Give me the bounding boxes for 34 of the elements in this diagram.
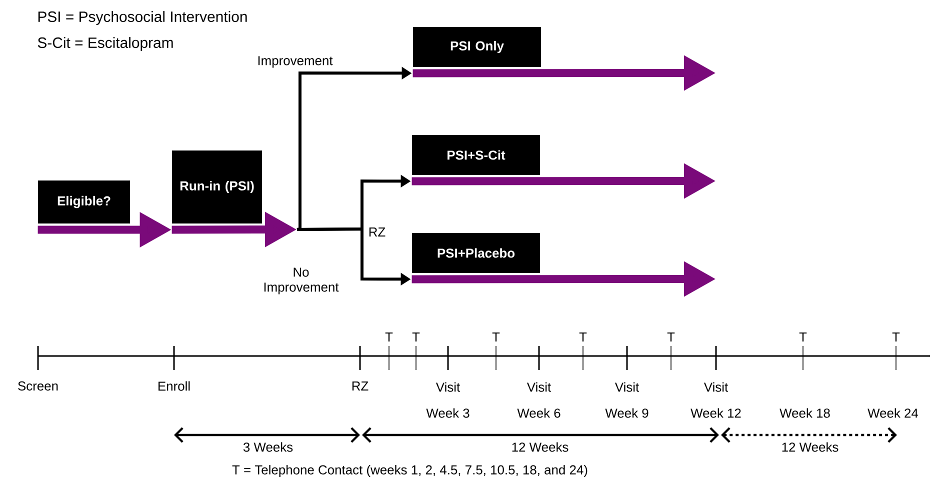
tick-label: T	[892, 332, 900, 342]
duration-label: 12 Weeks	[782, 442, 838, 452]
arm-box: PSI+S-Cit	[412, 135, 540, 175]
tick-label: T	[579, 332, 587, 342]
tick-label: RZ	[352, 382, 368, 390]
tick-label: Week 12	[690, 408, 741, 418]
duration-label: 3 Weeks	[243, 442, 293, 452]
tick-label: Visit	[526, 382, 552, 392]
tick-label: Week 24	[868, 408, 918, 418]
note-text: S-Cit = Escitalopram	[38, 37, 173, 51]
tick-label: Week 3	[426, 408, 470, 418]
tick-label: T	[385, 332, 393, 342]
tick-label: Visit	[436, 382, 460, 392]
tick-label: Week 9	[605, 408, 648, 418]
tick-label: T	[412, 332, 420, 342]
arm-box: PSI Only	[413, 27, 541, 67]
arm-box: Eligible?	[38, 180, 130, 224]
note-text: PSI = Psychosocial Intervention	[38, 11, 247, 25]
edge-label: RZ	[369, 228, 386, 236]
edge-label: Improvement	[258, 56, 333, 68]
edge-label: No Improvement	[264, 268, 339, 294]
tick-label: Week 18	[780, 408, 830, 418]
note-text: T = Telephone Contact (weeks 1, 2, 4.5, 7.5, 10.5, 18, and 24)	[232, 464, 588, 478]
tick-label: Enroll	[158, 381, 190, 391]
arm-box: Run-in (PSI)	[172, 150, 262, 224]
tick-label: Visit	[614, 382, 640, 392]
tick-label: T	[492, 332, 500, 342]
tick-label: Week 6	[517, 408, 560, 418]
duration-label: 12 Weeks	[512, 442, 568, 452]
tick-label: T	[667, 332, 675, 342]
tick-label: Visit	[704, 382, 728, 392]
tick-label: T	[799, 332, 807, 342]
tick-label: Screen	[18, 381, 58, 391]
arm-box: PSI+Placebo	[412, 233, 540, 273]
